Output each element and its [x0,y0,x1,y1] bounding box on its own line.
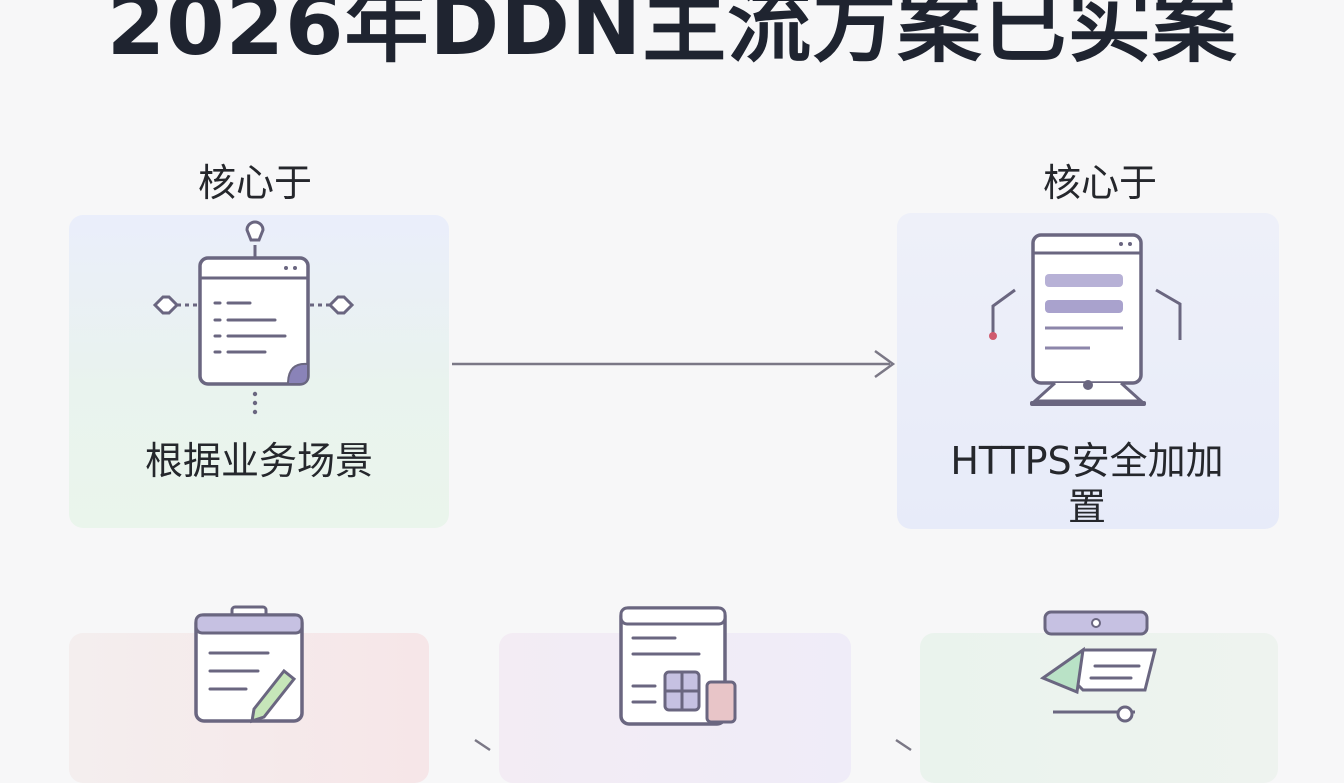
connector-arrow-bottom-1 [474,738,491,752]
tag-cart-icon [1039,610,1157,723]
clipboard-pen-icon [194,605,304,724]
connector-arrow [452,349,896,379]
window-grid-icon [619,606,737,726]
server-terminal-icon [989,233,1182,406]
step-label-left: 核心于 [197,161,312,205]
page-title: 2026年DDN主流方案已实案 [106,0,1238,74]
connector-arrow-bottom-2 [895,738,912,752]
step-label-right: 核心于 [1042,161,1157,205]
document-network-icon [152,220,355,415]
step-text-right: HTTPS安全加加置 [950,439,1224,529]
step-text-left: 根据业务场景 [144,439,373,483]
